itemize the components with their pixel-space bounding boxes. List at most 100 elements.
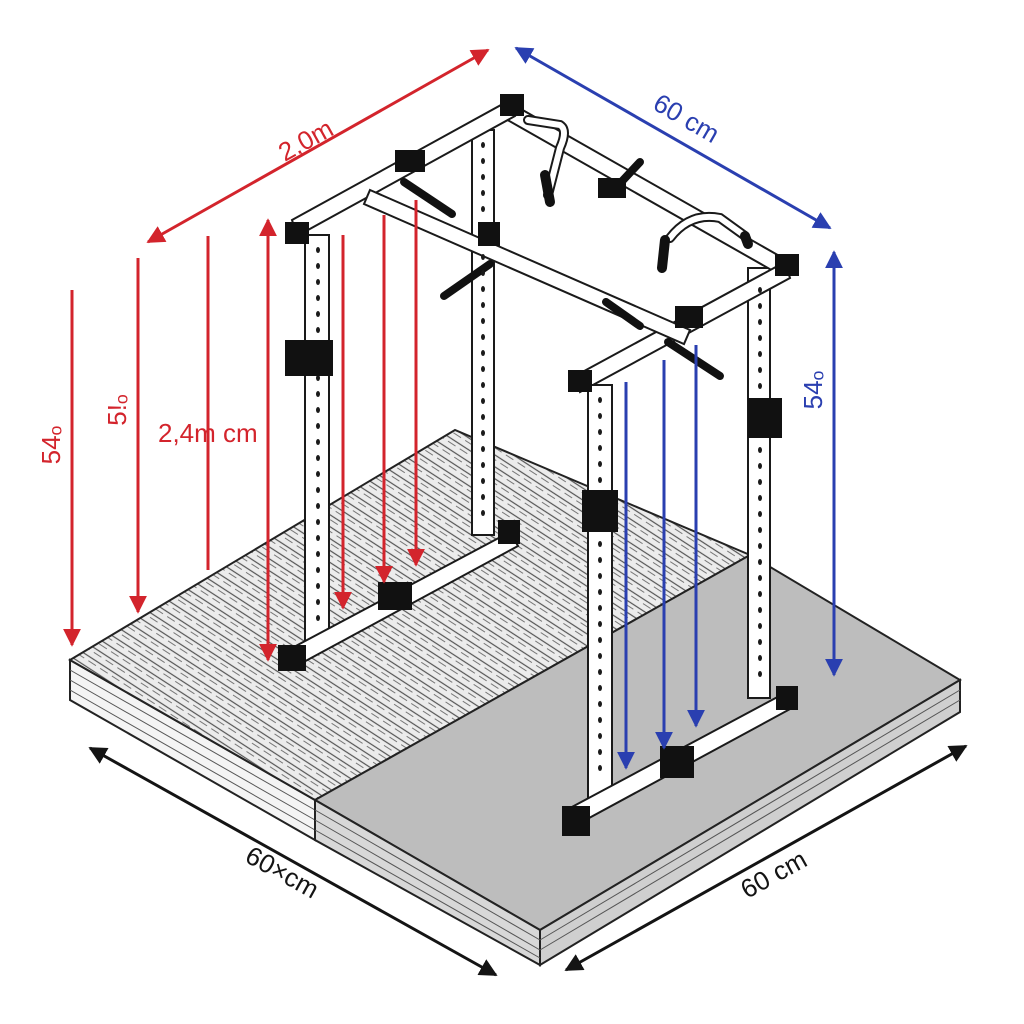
upright-hole <box>316 471 320 477</box>
upright-hole <box>316 455 320 461</box>
label-right-54: 54ₒ <box>798 370 828 409</box>
upright-hole <box>758 463 762 469</box>
cross-beam <box>362 188 692 346</box>
upright-hole <box>598 621 602 627</box>
upright-hole <box>758 607 762 613</box>
upright-hole <box>598 749 602 755</box>
upright-hole <box>481 414 485 420</box>
label-left-5: 5!ₒ <box>102 394 132 426</box>
upright-hole <box>316 247 320 253</box>
upright-hole <box>481 270 485 276</box>
upright-hole <box>316 583 320 589</box>
label-top-blue: 60 cm <box>648 88 724 149</box>
upright-hole <box>481 382 485 388</box>
upright-hole <box>481 142 485 148</box>
upright-hole <box>598 429 602 435</box>
upright-hole <box>316 487 320 493</box>
platform <box>68 428 962 967</box>
upright-hole <box>598 589 602 595</box>
upright-hole <box>758 367 762 373</box>
upright-hole <box>316 535 320 541</box>
upright-hole <box>316 375 320 381</box>
upright-hole <box>481 462 485 468</box>
arrow-bottom-right <box>564 744 968 972</box>
upright-hole <box>481 510 485 516</box>
upright-hole <box>316 407 320 413</box>
upright-hole <box>758 287 762 293</box>
upright-hole <box>316 311 320 317</box>
upright-hole <box>758 479 762 485</box>
upright-hole <box>598 557 602 563</box>
arrow-bottom-left <box>88 746 498 977</box>
upright-hole <box>598 461 602 467</box>
upright-hole <box>481 350 485 356</box>
upright-hole <box>758 303 762 309</box>
label-left-24: 2,4m cm <box>158 418 258 448</box>
upright-hole <box>316 615 320 621</box>
upright-hole <box>598 397 602 403</box>
upright-hole <box>481 334 485 340</box>
upright-hole <box>758 335 762 341</box>
upright-hole <box>758 655 762 661</box>
upright-hole <box>598 445 602 451</box>
upright-hole <box>758 623 762 629</box>
upright-hole <box>598 573 602 579</box>
upright-hole <box>316 279 320 285</box>
upright-hole <box>598 733 602 739</box>
upright-hole <box>481 446 485 452</box>
label-top-red: 2,0m <box>273 113 338 167</box>
upright-hole <box>598 717 602 723</box>
upright-hole <box>758 447 762 453</box>
upright-hole <box>598 669 602 675</box>
arrow-top-red <box>146 48 490 244</box>
upright-hole <box>316 263 320 269</box>
upright-hole <box>316 551 320 557</box>
upright-hole <box>316 295 320 301</box>
upright-hole <box>758 543 762 549</box>
upright-hole <box>481 318 485 324</box>
upright-hole <box>598 541 602 547</box>
upright-hole <box>316 391 320 397</box>
upright-hole <box>758 591 762 597</box>
upright-hole <box>758 319 762 325</box>
upright-hole <box>316 423 320 429</box>
upright-hole <box>758 527 762 533</box>
upright-hole <box>598 605 602 611</box>
upright-hole <box>481 254 485 260</box>
upright-hole <box>758 671 762 677</box>
upright-hole <box>758 511 762 517</box>
upright-hole <box>316 327 320 333</box>
upright-hole <box>481 174 485 180</box>
upright-hole <box>598 701 602 707</box>
label-bottom-left: 60×cm <box>241 840 324 904</box>
upright-hole <box>598 413 602 419</box>
upright-hole <box>758 639 762 645</box>
upright-hole <box>316 519 320 525</box>
upright-hole <box>598 637 602 643</box>
upright-hole <box>758 575 762 581</box>
upright-hole <box>481 286 485 292</box>
upright-hole <box>316 439 320 445</box>
upright-hole <box>481 398 485 404</box>
upright-hole <box>598 653 602 659</box>
upright-hole <box>758 559 762 565</box>
upright-hole <box>316 599 320 605</box>
label-left-54: 54ₒ <box>36 425 66 464</box>
arrow-top-blue <box>514 46 832 230</box>
upright-hole <box>598 685 602 691</box>
upright-hole <box>481 430 485 436</box>
upright-hole <box>598 765 602 771</box>
upright-hole <box>316 503 320 509</box>
upright-hole <box>758 383 762 389</box>
upright-hole <box>758 495 762 501</box>
upright-hole <box>316 567 320 573</box>
upright-hole <box>481 190 485 196</box>
upright-hole <box>481 478 485 484</box>
upright-hole <box>598 477 602 483</box>
dimension-arrows <box>63 46 968 977</box>
upright-hole <box>481 366 485 372</box>
upright-hole <box>481 206 485 212</box>
upright-hole <box>481 302 485 308</box>
upright-hole <box>481 494 485 500</box>
